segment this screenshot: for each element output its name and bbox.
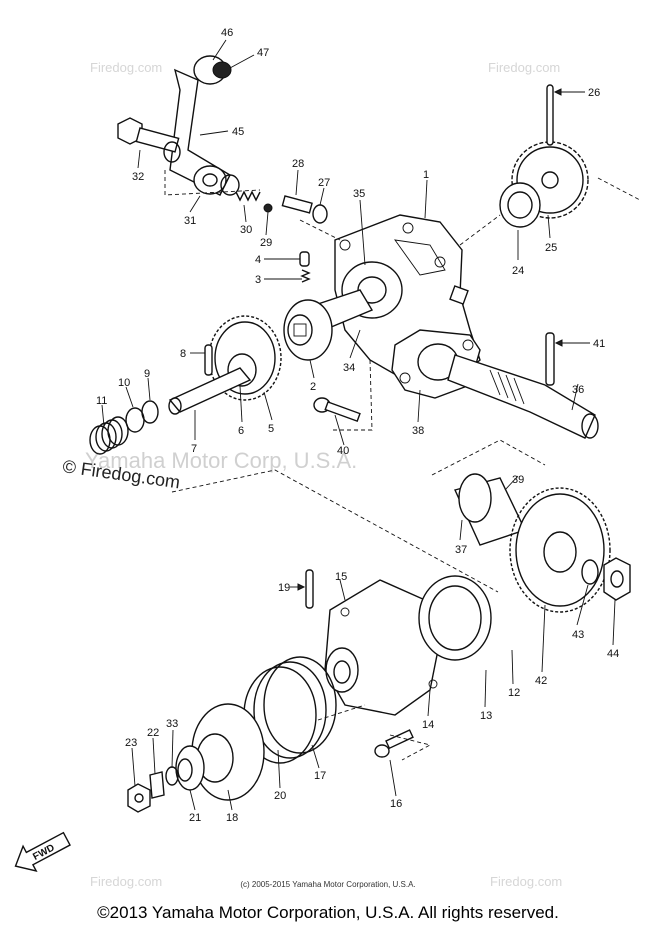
spring-11 — [89, 416, 129, 455]
gear-42 — [509, 487, 611, 613]
label-46: 46 — [221, 27, 233, 39]
pin-19 — [305, 569, 314, 609]
label-32: 32 — [132, 171, 144, 183]
label-19: 19 — [278, 582, 290, 594]
label-33: 33 — [166, 718, 178, 730]
label-38: 38 — [412, 425, 424, 437]
watermark-top-right: Firedog.com — [488, 60, 560, 75]
spring-17 — [243, 656, 337, 764]
label-22: 22 — [147, 727, 159, 739]
label-6: 6 — [238, 425, 244, 437]
label-16: 16 — [390, 798, 402, 810]
pin-8 — [204, 344, 213, 376]
watermark-center: Yamaha Motor Corp, U.S.A. — [85, 448, 357, 473]
label-26: 26 — [588, 87, 600, 99]
label-28: 28 — [292, 158, 304, 170]
washer-43 — [581, 559, 599, 585]
label-27: 27 — [318, 177, 330, 189]
label-24: 24 — [512, 265, 524, 277]
watermark-bottom-left: Firedog.com — [90, 874, 162, 889]
label-14: 14 — [422, 719, 434, 731]
label-8: 8 — [180, 348, 186, 360]
label-20: 20 — [274, 790, 286, 802]
label-21: 21 — [189, 812, 201, 824]
watermarks: Firedog.com Firedog.com Yamaha Motor Cor… — [85, 60, 562, 889]
reference-lines — [164, 170, 641, 761]
label-40: 40 — [337, 445, 349, 457]
label-29: 29 — [260, 237, 272, 249]
lock-22 — [149, 771, 165, 799]
pin-26 — [546, 84, 585, 146]
small-credit: (c) 2005-2015 Yamaha Motor Corporation, … — [240, 880, 416, 889]
label-11: 11 — [96, 395, 107, 407]
cover-12-13 — [418, 575, 492, 661]
label-18: 18 — [226, 812, 238, 824]
label-3: 3 — [255, 274, 261, 286]
watermark-bottom-right: Firedog.com — [490, 874, 562, 889]
spring-30 — [235, 190, 261, 202]
bearing-24 — [499, 182, 541, 228]
label-10: 10 — [118, 377, 130, 389]
label-9: 9 — [144, 368, 150, 380]
label-7: 7 — [191, 443, 197, 455]
label-12: 12 — [508, 687, 520, 699]
detent-3-4 — [299, 251, 311, 283]
label-4: 4 — [255, 254, 261, 266]
shaft-36 — [447, 354, 599, 439]
label-31: 31 — [184, 215, 196, 227]
label-34: 34 — [343, 362, 355, 374]
label-44: 44 — [607, 648, 619, 660]
bolt-28-27 — [281, 195, 328, 224]
label-13: 13 — [480, 710, 492, 722]
label-5: 5 — [268, 423, 274, 435]
fwd-arrow-icon: FWD — [14, 831, 71, 872]
label-17: 17 — [314, 770, 326, 782]
label-30: 30 — [240, 224, 252, 236]
shaft-7 — [168, 367, 252, 415]
leader-lines — [101, 39, 616, 811]
label-43: 43 — [572, 629, 584, 641]
label-45: 45 — [232, 126, 244, 138]
label-41: 41 — [593, 338, 605, 350]
label-25: 25 — [545, 242, 557, 254]
washer-10 — [125, 407, 145, 433]
fwd-label: FWD — [31, 842, 56, 862]
pin-41 — [545, 332, 590, 386]
nut-44 — [603, 557, 631, 601]
ball-29 — [263, 203, 273, 213]
label-42: 42 — [535, 675, 547, 687]
label-15: 15 — [335, 571, 347, 583]
part-labels: 1 2 3 4 5 6 7 8 9 10 11 12 13 14 15 16 1… — [96, 27, 619, 824]
drum-18 — [191, 703, 265, 801]
label-23: 23 — [125, 737, 137, 749]
label-2: 2 — [310, 381, 316, 393]
bolt-32 — [117, 117, 181, 163]
bolt-40 — [313, 397, 361, 423]
watermark-top-left: Firedog.com — [90, 60, 162, 75]
label-35: 35 — [353, 188, 365, 200]
label-47: 47 — [257, 47, 269, 59]
label-1: 1 — [423, 169, 429, 181]
bushing-37-39 — [454, 473, 526, 546]
bolt-16 — [374, 729, 414, 758]
copyright-footer: ©2013 Yamaha Motor Corporation, U.S.A. A… — [97, 903, 559, 922]
label-36: 36 — [572, 384, 584, 396]
collar-21 — [175, 745, 205, 791]
nut-46-47 — [193, 55, 232, 85]
collar-2 — [283, 299, 333, 361]
label-39: 39 — [512, 474, 524, 486]
washer-31 — [220, 174, 240, 196]
nut-23 — [127, 783, 151, 813]
label-37: 37 — [455, 544, 467, 556]
shift-arm-45 — [169, 68, 231, 196]
